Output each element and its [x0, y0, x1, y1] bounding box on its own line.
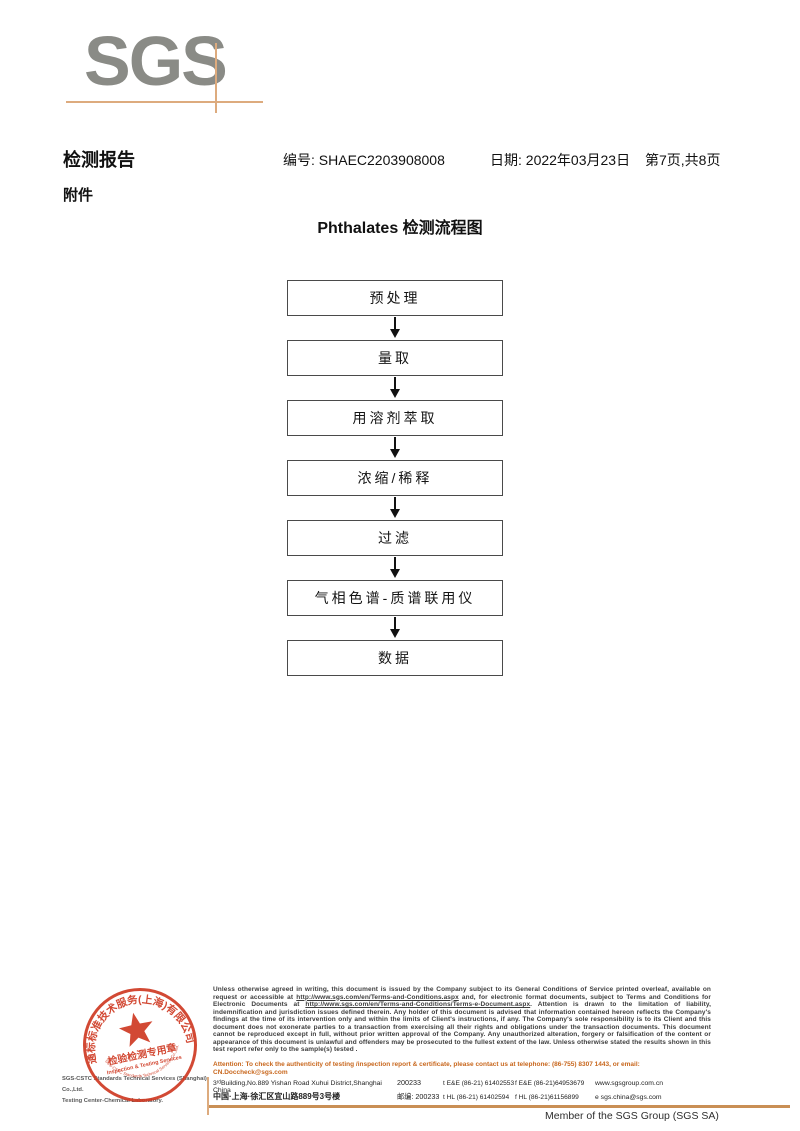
laboratory-name-block: SGS-CSTC Standards Technical Services (S…: [62, 1074, 222, 1107]
postcode-en: 200233: [397, 1078, 421, 1087]
flow-step-concentrate-dilute: 浓缩/稀释: [287, 460, 503, 496]
arrow-tip: [390, 389, 400, 398]
arrow-tip: [390, 509, 400, 518]
attention-note: Attention: To check the authenticity of …: [213, 1061, 640, 1076]
flow-step-measure: 量取: [287, 340, 503, 376]
arrow-stem: [394, 617, 396, 629]
flow-arrow-down-icon: [390, 496, 400, 520]
sgs-logo: SGS: [84, 22, 228, 100]
terms-url: http://www.sgs.com/en/Terms-and-Conditio…: [296, 993, 459, 1001]
flow-arrow-down-icon: [390, 376, 400, 400]
attachment-label: 附件: [63, 187, 94, 204]
flowchart: 预处理 量取 用溶剂萃取 浓缩/稀释 过滤 气相色谱-质谱联用仪 数据: [287, 280, 503, 676]
disclaimer-text: Unless otherwise agreed in writing, this…: [213, 986, 711, 1054]
address-cn: 中国·上海·徐汇区宜山路889号3号楼: [213, 1092, 341, 1101]
seal-circle: [83, 988, 197, 1102]
arrow-tip: [390, 569, 400, 578]
page-indicator: 第7页,共8页: [645, 152, 721, 168]
flowchart-title: Phthalates 检测流程图: [317, 220, 483, 237]
report-number: 编号: SHAEC2203908008: [283, 152, 445, 168]
laboratory-name-en: Testing Center-Chemical Laboratory.: [62, 1098, 163, 1104]
flow-step-solvent-extraction: 用溶剂萃取: [287, 400, 503, 436]
arrow-tip: [390, 449, 400, 458]
address-row-cn: 中国·上海·徐汇区宜山路889号3号楼 邮编: 200233 t HL (86-…: [213, 1091, 773, 1104]
logo-vertical-line: [215, 43, 217, 113]
arrow-stem: [394, 557, 396, 569]
address-en: 3ʳᵈBuilding,No.889 Yishan Road Xuhui Dis…: [213, 1080, 382, 1094]
address-block: 3ʳᵈBuilding,No.889 Yishan Road Xuhui Dis…: [213, 1078, 773, 1104]
flow-arrow-down-icon: [390, 616, 400, 640]
disclaimer-part: Unless otherwise agreed in writing, this…: [213, 986, 711, 1001]
website-url: www.sgsgroup.com.cn: [595, 1080, 663, 1087]
disclaimer-part: . Attention is drawn to the limitation o…: [213, 1001, 712, 1054]
arrow-stem: [394, 497, 396, 509]
flow-step-data: 数据: [287, 640, 503, 676]
flow-arrow-down-icon: [390, 436, 400, 460]
report-title: 检测报告: [63, 150, 135, 170]
fax-ee: f E&E (86-21)64953679: [515, 1080, 585, 1087]
phone-hl: t HL (86-21) 61402594: [443, 1094, 510, 1101]
arrow-stem: [394, 317, 396, 329]
flow-arrow-down-icon: [390, 556, 400, 580]
footer-vertical-divider: [207, 1077, 209, 1115]
sgs-membership-note: Member of the SGS Group (SGS SA): [545, 1110, 719, 1122]
inspection-seal-stamp: 通标标准技术服务(上海)有限公司 SGS-CSTC Standards Tech…: [74, 982, 197, 1102]
email-address: e sgs.china@sgs.com: [595, 1094, 662, 1101]
terms-e-document-url: http://www.sgs.com/en/Terms-and-Conditio…: [305, 1001, 531, 1009]
arrow-tip: [390, 629, 400, 638]
phone-ee: t E&E (86-21) 61402553: [443, 1080, 515, 1087]
arrow-stem: [394, 437, 396, 449]
arrow-tip: [390, 329, 400, 338]
arrow-stem: [394, 377, 396, 389]
report-date: 日期: 2022年03月23日: [490, 152, 631, 168]
postcode-cn: 邮编: 200233: [397, 1092, 440, 1101]
footer-horizontal-divider: [209, 1105, 790, 1108]
flow-step-filter: 过滤: [287, 520, 503, 556]
flow-step-pretreatment: 预处理: [287, 280, 503, 316]
logo-horizontal-line: [66, 101, 263, 103]
disclaimer-part: and, for electronic format documents, su…: [213, 993, 712, 1009]
flow-step-gcms: 气相色谱-质谱联用仪: [287, 580, 503, 616]
fax-hl: f HL (86-21)61156899: [515, 1094, 579, 1101]
address-row-en: 3ʳᵈBuilding,No.889 Yishan Road Xuhui Dis…: [213, 1078, 773, 1094]
company-name-en: SGS-CSTC Standards Technical Services (S…: [62, 1076, 207, 1093]
seal-star-icon: [118, 1012, 153, 1047]
flow-arrow-down-icon: [390, 316, 400, 340]
